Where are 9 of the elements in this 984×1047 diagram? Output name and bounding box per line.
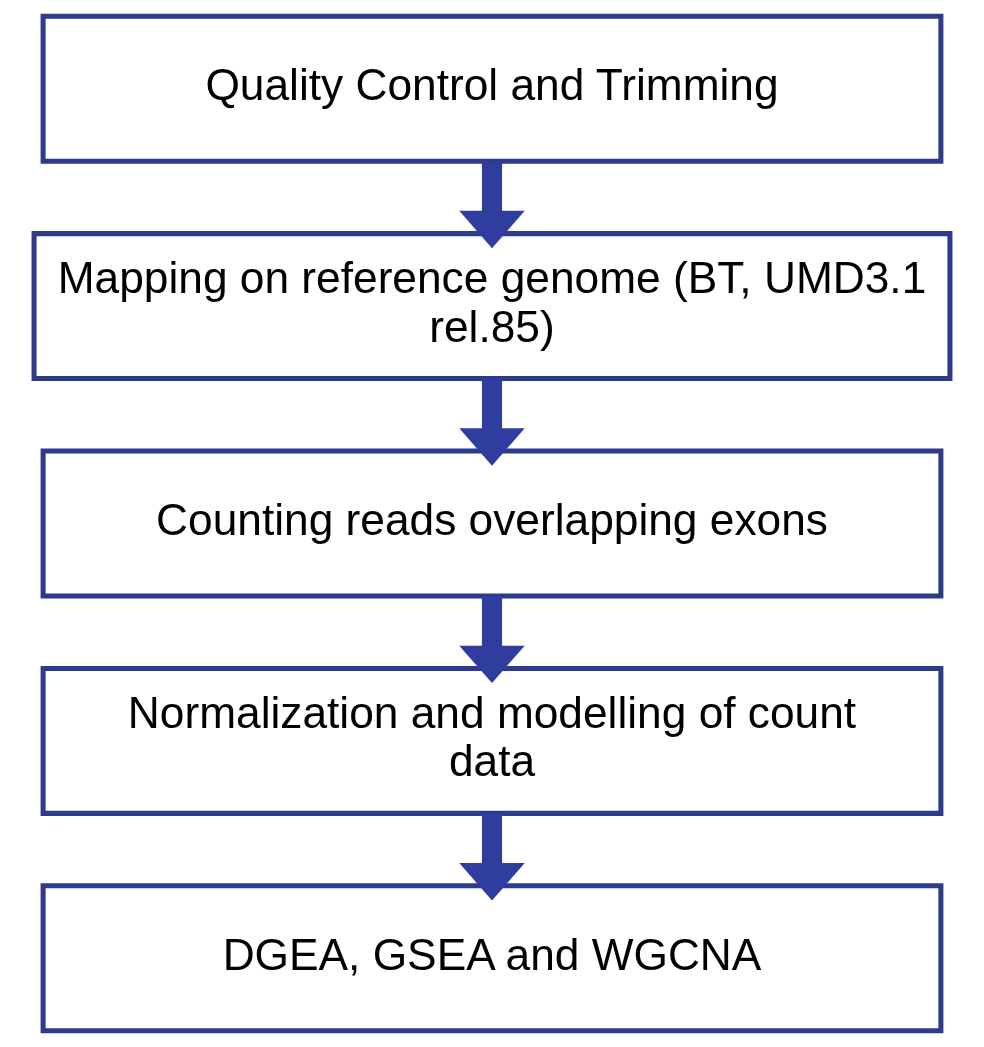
arrow [459,595,525,684]
arrow [459,161,525,249]
node-box: DGEA, GSEA and WGCNA [40,883,944,1034]
node-box: Normalization and modelling of count data [40,665,944,816]
arrow [459,378,525,466]
node-box: Mapping on reference genome (BT, UMD3.1 rel.85) [31,231,953,382]
arrow [459,813,525,901]
node-box: Quality Control and Trimming [40,13,944,164]
node-box: Counting reads overlapping exons [40,448,944,599]
